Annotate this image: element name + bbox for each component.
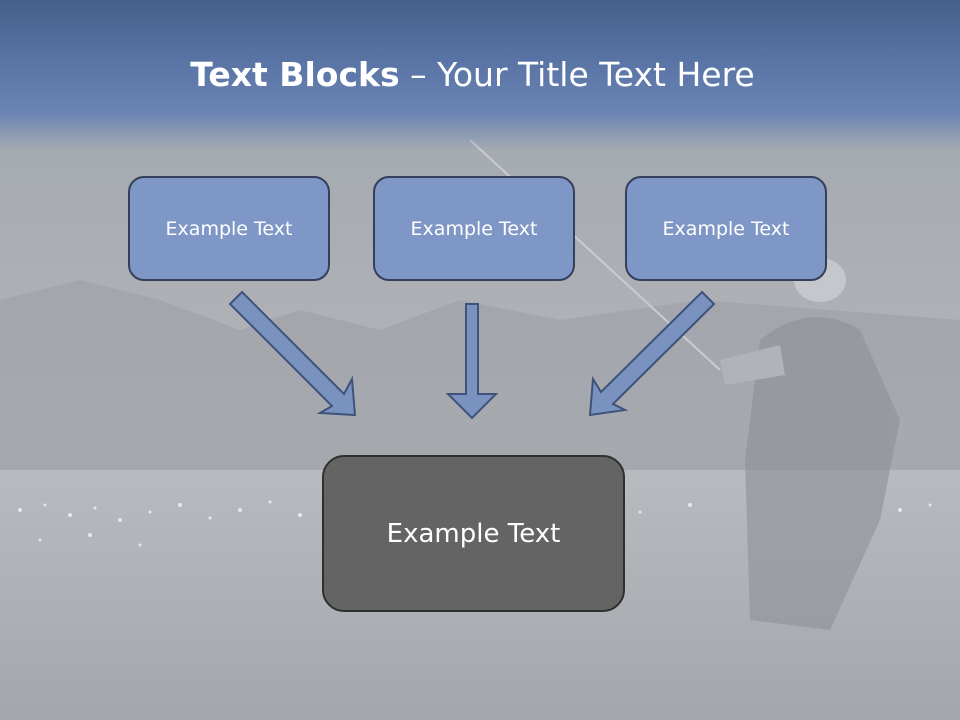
arrow-left <box>228 290 357 417</box>
arrow-right <box>588 290 716 417</box>
result-block-label: Example Text <box>386 518 561 549</box>
result-block[interactable]: Example Text <box>322 455 625 612</box>
slide-title: Text Blocks – Your Title Text Here <box>0 55 945 94</box>
title-separator: – <box>410 55 427 94</box>
angler-silhouette <box>720 258 900 630</box>
text-block-3[interactable]: Example Text <box>625 176 827 281</box>
rock-shapes <box>0 280 960 470</box>
text-block-1[interactable]: Example Text <box>128 176 330 281</box>
water-sparkles <box>18 500 932 547</box>
arrow-center <box>445 303 499 420</box>
header-band <box>0 0 960 150</box>
title-bold: Text Blocks <box>190 55 400 94</box>
text-block-3-label: Example Text <box>662 217 790 240</box>
text-block-2[interactable]: Example Text <box>373 176 575 281</box>
text-block-1-label: Example Text <box>165 217 293 240</box>
title-rest: Your Title Text Here <box>437 55 755 94</box>
text-block-2-label: Example Text <box>410 217 538 240</box>
